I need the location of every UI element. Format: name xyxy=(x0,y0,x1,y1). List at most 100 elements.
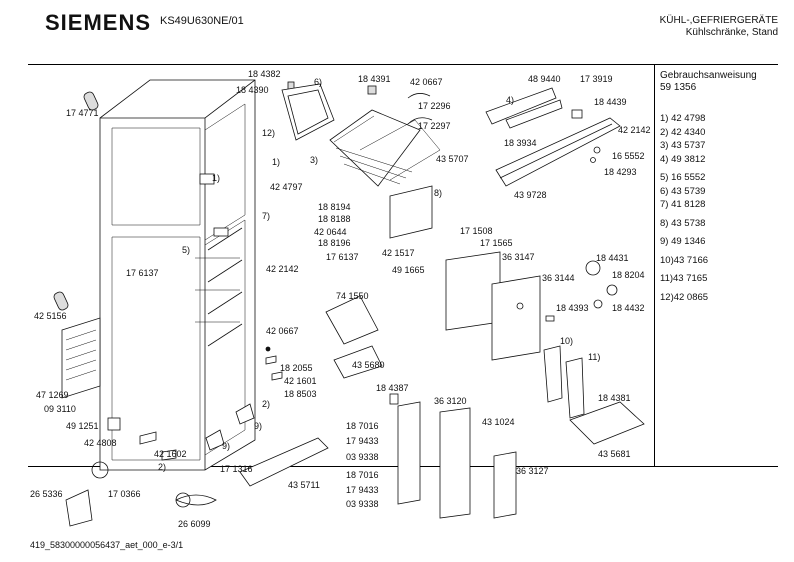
part-number-label: 18 4431 xyxy=(596,253,629,263)
part-number-label: 74 1550 xyxy=(336,291,369,301)
kit-item: 1) 42 4798 xyxy=(660,113,706,124)
callout-label: 8) xyxy=(434,188,443,198)
part-number-label: 43 5711 xyxy=(288,480,320,490)
callout-label: 9) xyxy=(222,441,231,451)
part-number-label: 48 9440 xyxy=(528,74,561,84)
kit-item: 10)43 7166 xyxy=(660,254,709,266)
callout-label: 5) xyxy=(182,245,191,255)
part-number-label: 49 1665 xyxy=(392,265,425,275)
part-number-label: 26 5336 xyxy=(30,489,63,499)
manual-title: Gebrauchsanweisung xyxy=(660,70,757,81)
part-number-label: 43 5707 xyxy=(436,154,469,164)
part-number-label: 42 1601 xyxy=(284,376,317,386)
part-number-label: 17 1508 xyxy=(460,226,493,236)
part-number-label: 17 2296 xyxy=(418,101,451,111)
part-number-label: 18 4382 xyxy=(248,69,281,79)
part-number-label: 42 4797 xyxy=(270,182,303,192)
kit-item: 6) 43 5739 xyxy=(660,185,706,197)
part-number-label: 17 4771 xyxy=(66,108,99,118)
part-number-label: 17 9433 xyxy=(346,485,379,495)
part-number-label: 18 4381 xyxy=(598,393,631,403)
part-number-label: 42 1602 xyxy=(154,449,187,459)
kit-item: 11)43 7165 xyxy=(660,273,708,284)
part-number-label: 18 2055 xyxy=(280,363,313,373)
part-number-label: 18 4439 xyxy=(594,97,627,107)
part-number-label: 18 8503 xyxy=(284,389,317,399)
header-divider xyxy=(28,64,778,65)
part-number-label: 18 8194 xyxy=(318,202,351,212)
kit-item: 12)42 0865 xyxy=(660,291,709,303)
part-number-label: 17 1565 xyxy=(480,238,513,248)
brand-logo: SIEMENS xyxy=(45,10,152,35)
part-number-label: 17 1316 xyxy=(220,464,253,474)
part-number-label: 17 9433 xyxy=(346,436,379,446)
part-number-label: 43 1024 xyxy=(482,417,515,427)
part-number-label: 18 4390 xyxy=(236,85,269,95)
callout-label: 6) xyxy=(314,77,323,87)
part-number-label: 18 4391 xyxy=(358,74,391,84)
part-number-label: 26 6099 xyxy=(178,519,211,529)
part-number-label: 17 3919 xyxy=(580,74,613,84)
model-number: KS49U630NE/01 xyxy=(160,15,244,27)
callout-label: 1) xyxy=(272,157,281,167)
part-number-label: 49 1251 xyxy=(66,421,99,431)
part-number-label: 17 0366 xyxy=(108,489,141,499)
part-number-label: 18 4393 xyxy=(556,303,589,313)
part-number-label: 03 9338 xyxy=(346,499,379,509)
part-number-label: 16 5552 xyxy=(612,151,645,161)
kit-item: 2) 42 4340 xyxy=(660,126,706,138)
manual-number: 59 1356 xyxy=(660,82,697,93)
part-number-label: 42 1517 xyxy=(382,248,415,258)
callout-label: 3) xyxy=(310,155,319,165)
part-number-label: 36 3127 xyxy=(516,466,549,476)
callout-label: 10) xyxy=(560,336,574,346)
kit-item: 8) 43 5738 xyxy=(660,217,706,229)
part-number-label: 18 7016 xyxy=(346,470,379,480)
callout-label: 12) xyxy=(262,128,276,138)
callout-label: 9) xyxy=(254,421,263,431)
part-number-label: 42 0667 xyxy=(266,326,299,336)
part-number-label: 17 6137 xyxy=(126,268,159,278)
part-number-label: 36 3120 xyxy=(434,396,467,406)
part-number-label: 18 8204 xyxy=(612,270,645,280)
part-number-label: 36 3144 xyxy=(542,273,575,283)
part-number-label: 42 0644 xyxy=(314,227,347,237)
part-number-label: 03 9338 xyxy=(346,452,379,462)
appliance-category: KÜHL-,GEFRIERGERÄTE xyxy=(659,15,778,26)
sidebar-divider xyxy=(654,64,655,466)
callout-label: 2) xyxy=(158,462,167,472)
appliance-subcategory: Kühlschränke, Stand xyxy=(685,27,778,38)
part-number-label: 18 8188 xyxy=(318,214,351,224)
part-number-label: 42 0667 xyxy=(410,77,443,87)
part-number-label: 43 5680 xyxy=(352,360,385,370)
kit-item: 7) 41 8128 xyxy=(660,199,706,210)
part-number-label: 18 4432 xyxy=(612,303,645,313)
kit-item: 3) 43 5737 xyxy=(660,140,706,151)
kit-list: 1) 42 4798 2) 42 4340 3) 43 5737 4) 49 3… xyxy=(660,112,708,304)
callout-label: 11) xyxy=(588,352,601,362)
part-number-label: 43 9728 xyxy=(514,190,547,200)
refrigerator-cabinet xyxy=(99,79,256,471)
part-number-label: 18 4387 xyxy=(376,383,409,393)
part-number-label: 18 7016 xyxy=(346,421,379,431)
part-number-label: 42 4808 xyxy=(84,438,117,448)
kit-item: 5) 16 5552 xyxy=(660,172,706,183)
part-number-label: 42 2142 xyxy=(266,264,299,274)
part-number-label: 43 5681 xyxy=(598,449,631,459)
kit-item: 4) 49 3812 xyxy=(660,153,706,165)
part-number-label: 42 5156 xyxy=(34,311,67,321)
callout-label: 4) xyxy=(506,95,515,105)
part-number-label: 17 2297 xyxy=(418,121,451,131)
part-number-label: 18 4293 xyxy=(604,167,637,177)
document-footer: 419_58300000056437_aet_000_e-3/1 xyxy=(30,540,184,550)
part-number-label: 17 6137 xyxy=(326,252,359,262)
callout-label: 7) xyxy=(262,211,271,221)
part-number-label: 47 1269 xyxy=(36,390,69,400)
callout-label: 2) xyxy=(262,399,271,409)
part-number-label: 42 2142 xyxy=(618,125,651,135)
part-number-label: 36 3147 xyxy=(502,252,535,262)
part-number-label: 09 3110 xyxy=(44,404,76,414)
part-icons xyxy=(53,81,645,527)
kit-item: 9) 49 1346 xyxy=(660,236,706,247)
